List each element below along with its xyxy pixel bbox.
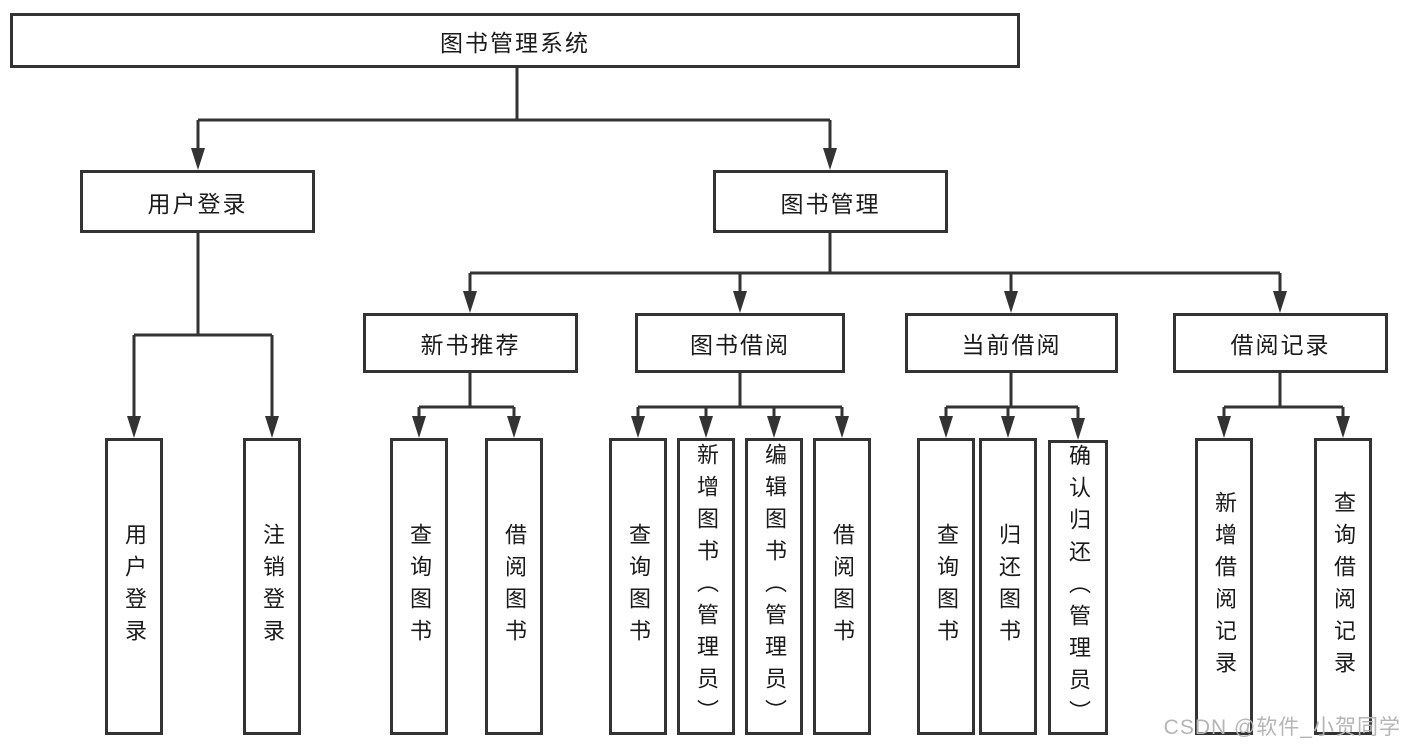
leaf-edit-book-admin: 编辑图书（管理员） [745,438,803,735]
leaf-label: 归还图书 [996,522,1021,651]
leaf-label: 确认归还（管理员） [1066,443,1091,732]
leaf-label: 用户登录 [122,522,147,651]
node-current-borrowing: 当前借阅 [905,313,1118,373]
leaf-label: 新增借阅记录 [1212,490,1237,683]
leaf-label: 编辑图书（管理员） [762,442,787,731]
leaf-user-login: 用户登录 [105,438,163,735]
leaf-label: 查询图书 [934,522,959,651]
node-root: 图书管理系统 [10,13,1020,68]
leaf-label: 查询图书 [626,522,651,651]
node-book-management: 图书管理 [713,170,948,233]
leaf-logout: 注销登录 [243,438,301,735]
node-book-borrowing: 图书借阅 [635,313,845,373]
leaf-borrow-books-borrowing: 借阅图书 [813,438,871,735]
node-new-book-recommend: 新书推荐 [363,313,578,373]
leaf-label: 借阅图书 [502,522,527,651]
leaf-confirm-return-admin: 确认归还（管理员） [1048,440,1108,735]
leaf-label: 查询借阅记录 [1331,490,1356,683]
leaf-add-book-admin: 新增图书（管理员） [677,438,735,735]
leaf-label: 新增图书（管理员） [694,442,719,731]
leaf-label: 借阅图书 [830,522,855,651]
leaf-label: 注销登录 [260,522,285,651]
leaf-add-borrow-record: 新增借阅记录 [1195,438,1253,735]
node-borrowing-records: 借阅记录 [1173,313,1388,373]
node-user-login: 用户登录 [80,170,315,233]
csdn-watermark: CSDN @软件_小贺同学 [1163,716,1401,739]
leaf-query-books-recommend: 查询图书 [390,438,448,735]
leaf-query-books-borrowing: 查询图书 [609,438,667,735]
leaf-query-borrow-record: 查询借阅记录 [1314,438,1372,735]
leaf-borrow-books-recommend: 借阅图书 [485,438,543,735]
leaf-query-books-current: 查询图书 [917,438,975,735]
leaf-label: 查询图书 [407,522,432,651]
leaf-return-books: 归还图书 [979,438,1037,735]
